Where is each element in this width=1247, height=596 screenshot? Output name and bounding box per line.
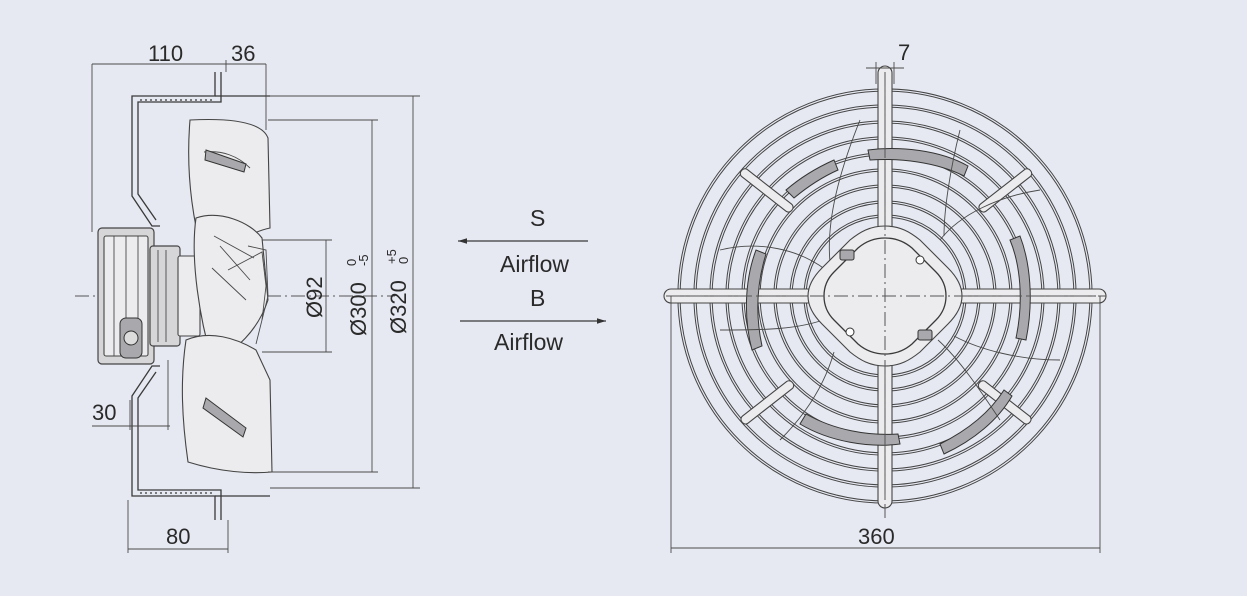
front-view: 7 360 bbox=[663, 40, 1107, 553]
dim-hub-dia: Ø92 bbox=[302, 276, 327, 318]
airflow-b-label: B bbox=[530, 285, 545, 311]
blade-curves bbox=[719, 119, 1061, 441]
dim-blade-tol-lower: -5 bbox=[356, 254, 371, 266]
airflow-s-text: Airflow bbox=[500, 251, 569, 277]
dim-blade-dia: Ø300 bbox=[346, 282, 371, 336]
dim-80: 80 bbox=[166, 524, 190, 549]
dim-blade-tol-upper: 0 bbox=[344, 259, 359, 266]
airflow-b-text: Airflow bbox=[494, 329, 563, 355]
airflow-legend: S Airflow B Airflow bbox=[458, 205, 606, 355]
blade-slots bbox=[745, 148, 1031, 455]
dim-outer-tol-lower: 0 bbox=[396, 257, 411, 264]
dim-outer-tol-upper: +5 bbox=[384, 249, 399, 264]
dim-110: 110 bbox=[148, 41, 183, 66]
rotor-hub bbox=[149, 245, 181, 347]
dim-30: 30 bbox=[92, 400, 116, 425]
dim-360: 360 bbox=[858, 524, 895, 549]
dim-outer-dia: Ø320 bbox=[386, 280, 411, 334]
dim-36: 36 bbox=[231, 41, 255, 66]
side-view: 110 36 30 80 Ø92 Ø300 0 -5 Ø320 +5 0 bbox=[75, 41, 420, 553]
blade-lower bbox=[181, 334, 273, 474]
dim-7: 7 bbox=[898, 40, 910, 65]
airflow-s-label: S bbox=[530, 205, 545, 231]
shroud-profile bbox=[131, 72, 216, 520]
